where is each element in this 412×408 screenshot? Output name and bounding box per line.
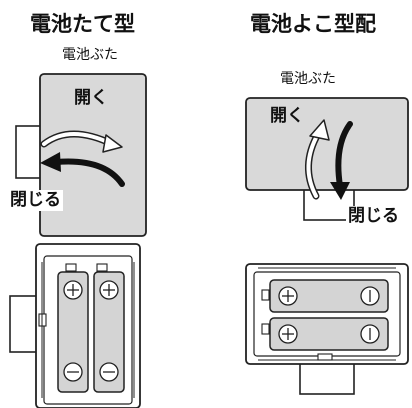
right-cover-group (245, 97, 409, 221)
left-close-arrow (53, 158, 125, 187)
right-close-arrowhead (330, 182, 350, 200)
right-battery-1 (269, 279, 389, 313)
plus-terminal-icon (278, 324, 298, 344)
left-cover-group (15, 73, 147, 237)
plus-terminal-icon (278, 286, 298, 306)
right-compartment-group (245, 263, 409, 395)
right-open-arrowhead (309, 119, 330, 141)
right-close-arrow (335, 121, 353, 189)
left-close-label: 閉じる (8, 190, 63, 211)
left-battery-2 (93, 271, 125, 393)
right-open-label: 開く (270, 106, 304, 126)
left-open-label: 開く (74, 88, 108, 108)
left-cover-label: 電池ぶた (62, 47, 118, 63)
minus-terminal-icon (63, 362, 83, 382)
right-battery-2 (269, 317, 389, 351)
plus-terminal-icon (99, 280, 119, 300)
left-battery-1 (57, 271, 89, 393)
minus-terminal-icon (360, 324, 380, 344)
right-cover-label: 電池ぶた (280, 71, 336, 87)
left-cover (39, 73, 147, 237)
title-horizontal-type: 電池よこ型配 (250, 12, 376, 36)
left-close-arrowhead (40, 152, 61, 172)
left-open-arrowhead (102, 134, 123, 153)
plus-terminal-icon (63, 280, 83, 300)
minus-terminal-icon (99, 362, 119, 382)
minus-terminal-icon (360, 286, 380, 306)
title-vertical-type: 電池たて型 (30, 12, 135, 36)
right-cover (245, 97, 409, 191)
right-close-label: 閉じる (346, 206, 401, 227)
left-compartment-group (9, 243, 141, 408)
